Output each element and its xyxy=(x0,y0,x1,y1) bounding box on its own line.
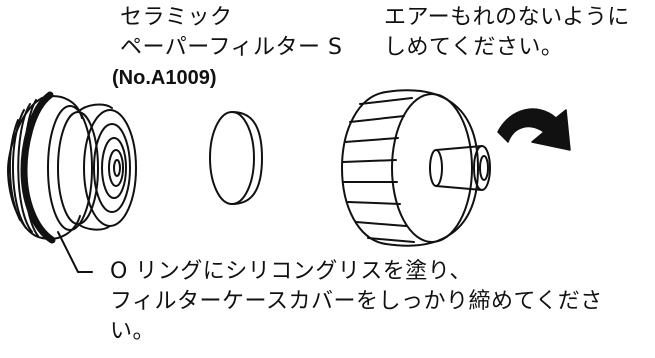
filter-name-line1: セラミック xyxy=(120,5,233,30)
filter-case-cover xyxy=(341,89,491,247)
filter-name-line2: ペーパーフィルター S xyxy=(120,35,343,60)
filter-base xyxy=(7,91,137,244)
seal-note-line1: エアーもれのないように xyxy=(384,5,630,30)
grease-note-line1: O リングにシリコングリスを塗り、 xyxy=(110,259,472,284)
grease-note-line2: フィルターケースカバーをしっかり締めてくださ xyxy=(110,289,603,314)
grease-note-line3: い。 xyxy=(110,319,156,344)
seal-note-line2: しめてください。 xyxy=(384,35,564,60)
ceramic-filter-disc xyxy=(209,111,263,205)
leader-line xyxy=(57,231,93,273)
tighten-arrow-icon xyxy=(497,108,571,151)
filter-part-number: (No.A1009) xyxy=(112,67,217,89)
